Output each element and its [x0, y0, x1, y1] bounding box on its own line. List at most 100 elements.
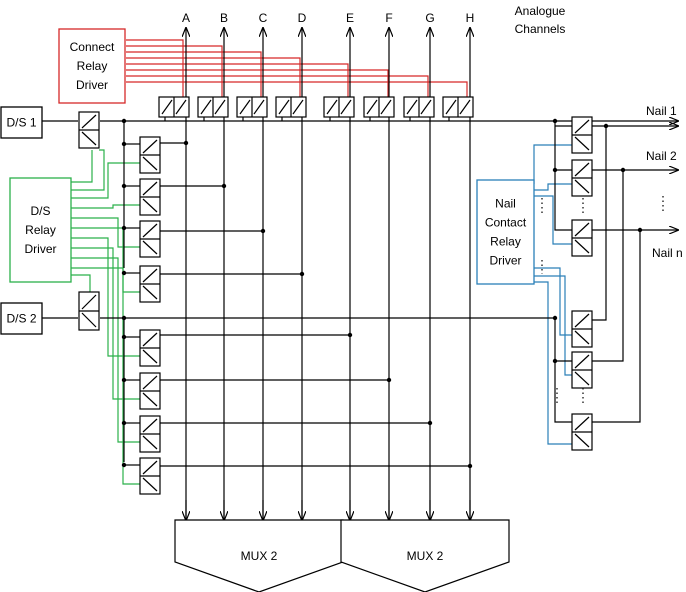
channel-label: B: [220, 11, 228, 25]
relay-coil: [253, 99, 265, 115]
relay-coil: [214, 99, 226, 115]
relay-coil: [574, 433, 590, 448]
connect-relay: [403, 96, 435, 118]
relay-contact: [574, 313, 590, 328]
junction-dot: [603, 123, 609, 129]
junction-dot: [427, 420, 433, 426]
ds-relay-driver-text: Driver: [25, 242, 57, 256]
junction-dot: [121, 420, 127, 426]
nail-wire: [534, 281, 572, 445]
relay-contact: [239, 99, 251, 115]
junction-dot: [552, 358, 558, 364]
connect-relay: [442, 96, 474, 118]
nail-bus-2: [554, 318, 572, 423]
relay-contact: [161, 99, 173, 115]
connect-relay: [158, 96, 190, 118]
relay-coil: [142, 156, 158, 171]
junction-dot: [386, 377, 392, 383]
relay-coil: [292, 99, 304, 115]
connect-driver-wiring: [126, 39, 468, 97]
connect-line: [126, 45, 223, 97]
ds-wire: [71, 247, 140, 400]
ds-wire: [71, 217, 140, 248]
nail-contact-relay-driver-text: Relay: [490, 235, 521, 249]
nail-n-return: [592, 230, 641, 423]
relay-coil: [380, 99, 392, 115]
relay-coil: [142, 392, 158, 407]
ds1-box-text: D/S 1: [6, 116, 36, 130]
junction-dot: [260, 228, 266, 234]
relay-contact: [81, 114, 97, 129]
relay-contact: [142, 181, 158, 196]
connect-relay: [197, 96, 229, 118]
junction-dot: [121, 334, 127, 340]
ds-relay-driver-text: D/S: [30, 204, 50, 218]
channel-relay: [139, 136, 161, 174]
relay-coil: [459, 99, 471, 115]
relay-coil: [142, 198, 158, 213]
junction-dot: [121, 183, 127, 189]
junction-dot: [121, 270, 127, 276]
connect-line: [126, 51, 262, 97]
connect-relay-driver-text: Connect: [70, 40, 115, 54]
ds-wire: [71, 227, 140, 293]
nail-contact-relay-driver-text: Nail: [495, 197, 516, 211]
ds2-box-text: D/S 2: [6, 312, 36, 326]
nail-driver-wiring: [533, 144, 572, 445]
junction-dot: [121, 118, 127, 124]
nail-relay: [571, 116, 593, 154]
connect-line: [126, 75, 429, 97]
relay-coil: [420, 99, 432, 115]
nail-label: Nail 2: [646, 149, 677, 163]
channel-relay: [139, 220, 161, 258]
channel-relay: [139, 265, 161, 303]
junction-dot: [467, 463, 473, 469]
relay-contact: [142, 375, 158, 390]
junction-dot: [183, 140, 189, 146]
channel-label: E: [346, 11, 354, 25]
channel-label: H: [466, 11, 475, 25]
connect-line: [126, 69, 389, 97]
relay-contact: [366, 99, 378, 115]
ds2-box: [0, 302, 43, 335]
analogue-label: Channels: [515, 22, 566, 36]
nail-relay: [571, 310, 593, 348]
nail-contact-relay-driver-text: Driver: [490, 254, 522, 268]
relay-group: [78, 96, 593, 495]
relay-contact: [81, 294, 97, 310]
ds-wire: [71, 204, 140, 209]
nail-label: Nail n: [652, 246, 683, 260]
ds-wire: [71, 267, 140, 485]
relay-contact: [142, 139, 158, 154]
channel-relay: [139, 415, 161, 453]
connect-line: [126, 63, 349, 97]
junction-dot: [121, 141, 127, 147]
nail-bus-1: [554, 121, 572, 231]
junction-dot: [121, 377, 127, 383]
junction-dot: [121, 225, 127, 231]
ds-wire: [71, 150, 93, 183]
connect-relay: [323, 96, 355, 118]
mux-label: MUX 2: [407, 549, 444, 563]
relay-coil: [142, 349, 158, 364]
junction-dot: [620, 167, 626, 173]
relay-contact: [326, 99, 338, 115]
nail-relay: [571, 219, 593, 257]
analogue-label: Analogue: [515, 4, 566, 18]
ds1-box: [0, 106, 43, 139]
connect-relay-driver-text: Relay: [77, 59, 108, 73]
nail-contact-relay-driver-text: Contact: [485, 216, 527, 230]
ds-relay-driver-text: Relay: [25, 223, 56, 237]
mux-block: [340, 519, 510, 592]
relay-contact: [574, 354, 590, 369]
channel-label: D: [298, 11, 307, 25]
relay-coil: [81, 312, 97, 328]
ds2-relay: [78, 291, 100, 331]
relay-coil: [574, 371, 590, 386]
junction-dot: [121, 315, 127, 321]
nail-relay: [571, 413, 593, 451]
block-group: [0, 28, 535, 592]
connect-relay: [275, 96, 307, 118]
junction-dot: [347, 332, 353, 338]
